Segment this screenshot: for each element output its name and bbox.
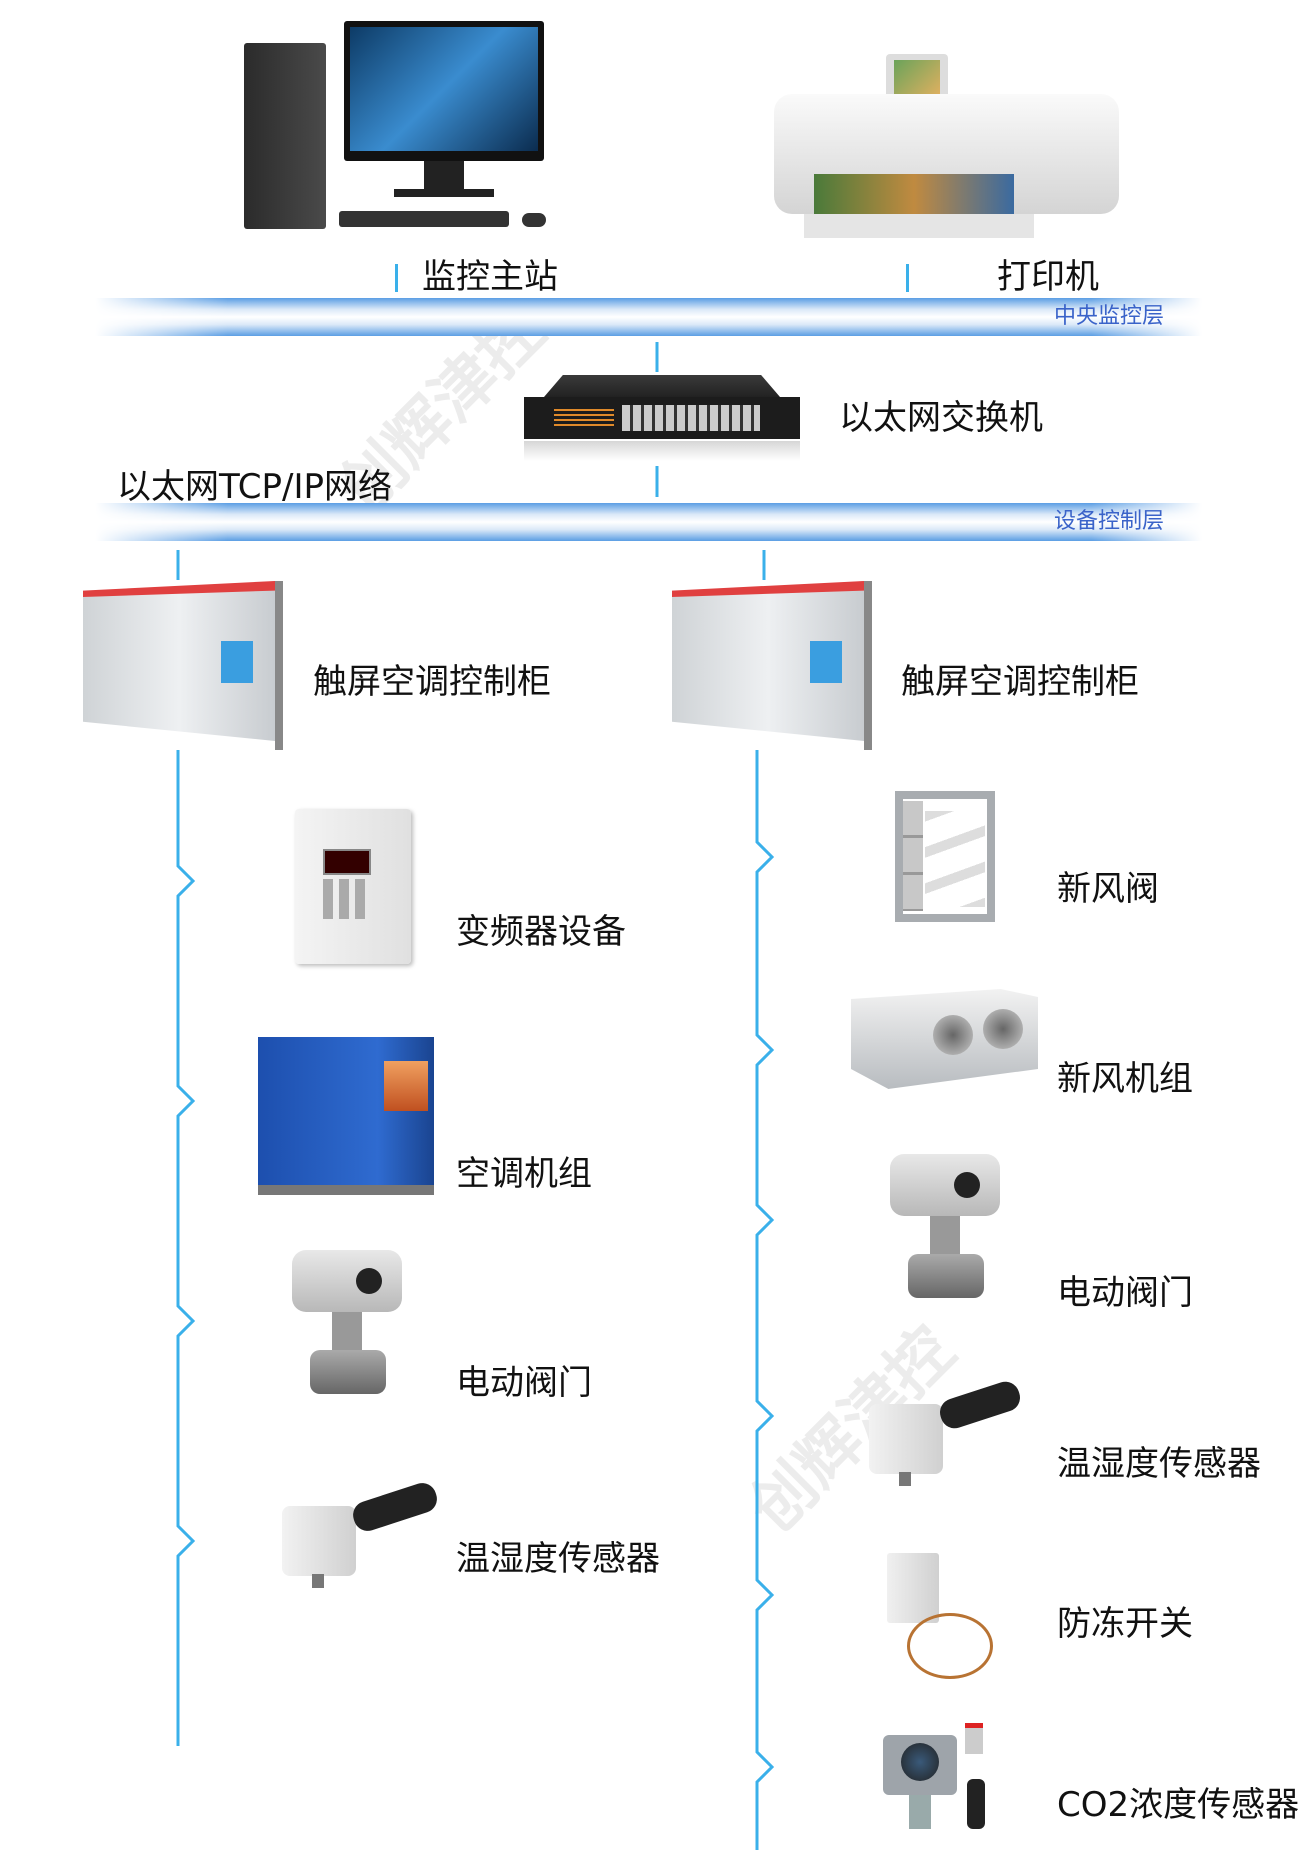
label-electric-valve-right: 电动阀门	[1057, 1273, 1193, 1313]
control-layer-title: 设备控制层	[1054, 509, 1165, 534]
printer-tick	[906, 264, 909, 292]
right-bus-line	[755, 750, 775, 1850]
label-ahu: 空调机组	[456, 1154, 592, 1194]
label-fresh-air-damper: 新风阀	[1057, 869, 1159, 909]
left-bus-line	[176, 750, 196, 1746]
label-inverter: 变频器设备	[456, 912, 626, 952]
fresh-air-unit-icon	[851, 979, 1038, 1101]
label-monitoring-station: 监控主站	[422, 257, 558, 297]
label-ethernet-switch: 以太网交换机	[839, 398, 1043, 438]
electric-valve-icon	[890, 1154, 1002, 1319]
co2-sensor-icon	[883, 1723, 994, 1833]
computer-tick	[395, 264, 398, 292]
fresh-air-damper-icon	[895, 791, 995, 922]
printer-icon	[774, 54, 1119, 250]
label-antifreeze-switch: 防冻开关	[1057, 1604, 1193, 1644]
label-co2-sensor: CO2浓度传感器	[1057, 1785, 1300, 1825]
label-fresh-air-unit: 新风机组	[1057, 1059, 1193, 1099]
label-right-cabinet: 触屏空调控制柜	[901, 662, 1139, 702]
temp-humidity-sensor-icon	[869, 1378, 1024, 1488]
label-temp-humidity-left: 温湿度传感器	[456, 1539, 660, 1579]
computer-icon	[244, 21, 548, 232]
central-layer-title: 中央监控层	[1054, 304, 1165, 329]
label-electric-valve-left: 电动阀门	[456, 1363, 592, 1403]
electric-valve-icon	[292, 1250, 405, 1410]
label-left-cabinet: 触屏空调控制柜	[313, 662, 551, 702]
central-layer-band	[95, 298, 1202, 336]
control-cabinet-icon	[672, 581, 872, 750]
control-cabinet-icon	[83, 581, 283, 750]
inverter-icon	[295, 809, 411, 964]
ahu-icon	[258, 1017, 437, 1196]
ethernet-switch-icon	[524, 375, 800, 462]
label-temp-humidity-right: 温湿度传感器	[1057, 1444, 1261, 1484]
antifreeze-switch-icon	[887, 1553, 994, 1679]
control-layer-band	[95, 503, 1202, 541]
temp-humidity-sensor-icon	[282, 1479, 441, 1589]
label-printer: 打印机	[997, 257, 1099, 297]
label-tcpip-network: 以太网TCP/IP网络	[117, 467, 393, 507]
